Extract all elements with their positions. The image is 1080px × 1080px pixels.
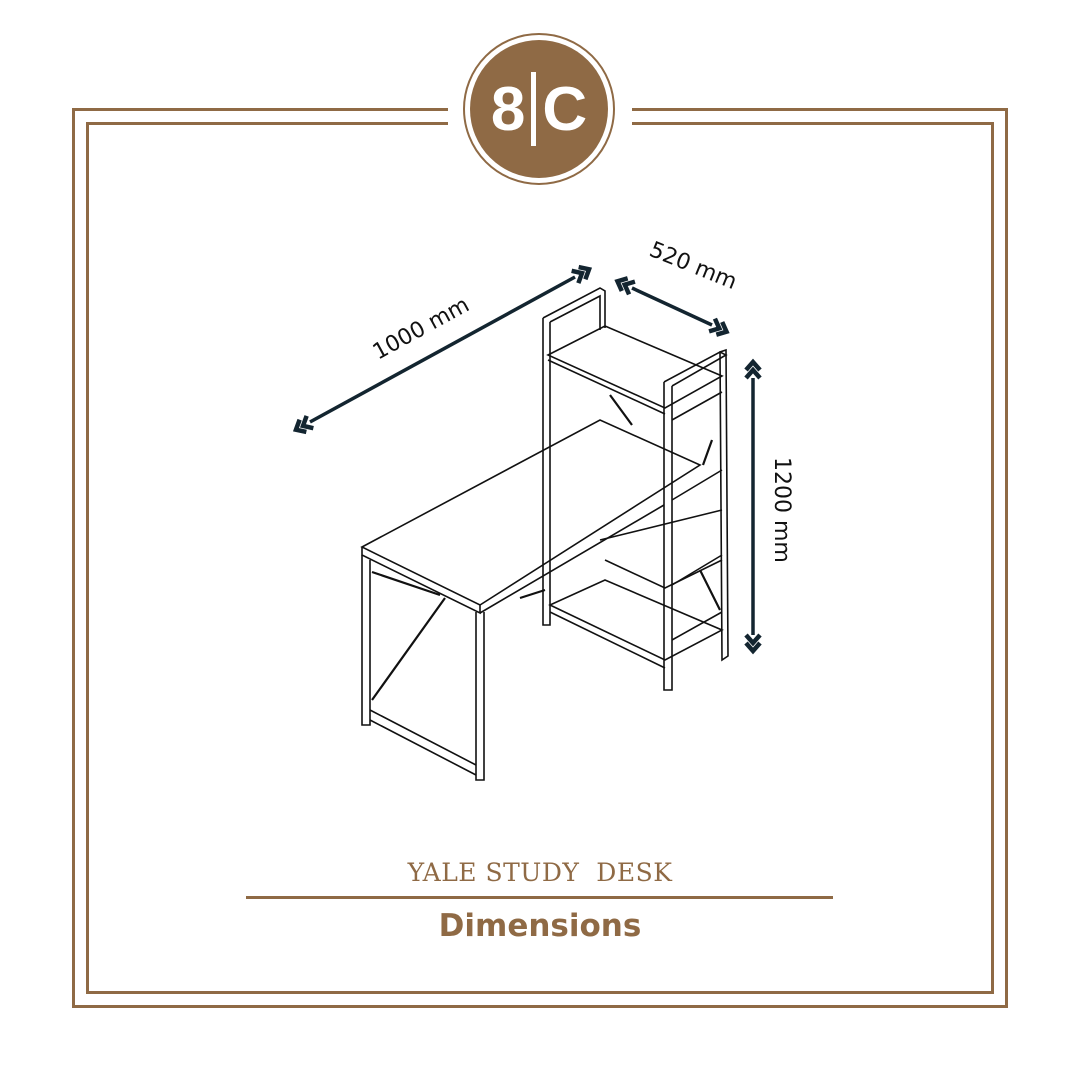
desk-drawing: [360, 287, 729, 781]
product-name: YALE STUDY DESK: [407, 858, 673, 887]
logo-divider: [531, 72, 537, 146]
title-divider: [246, 896, 833, 899]
width-dimension-arrow: [293, 263, 593, 436]
logo-left-text: 8: [490, 74, 526, 144]
section-title: Dimensions: [438, 908, 642, 944]
height-label: 1200 mm: [769, 457, 794, 563]
width-label: 1000 mm: [369, 293, 474, 366]
logo-right-text: C: [542, 74, 588, 144]
height-dimension-arrow: [746, 362, 760, 651]
depth-label: 520 mm: [646, 237, 741, 295]
depth-dimension-arrow: [615, 275, 730, 338]
